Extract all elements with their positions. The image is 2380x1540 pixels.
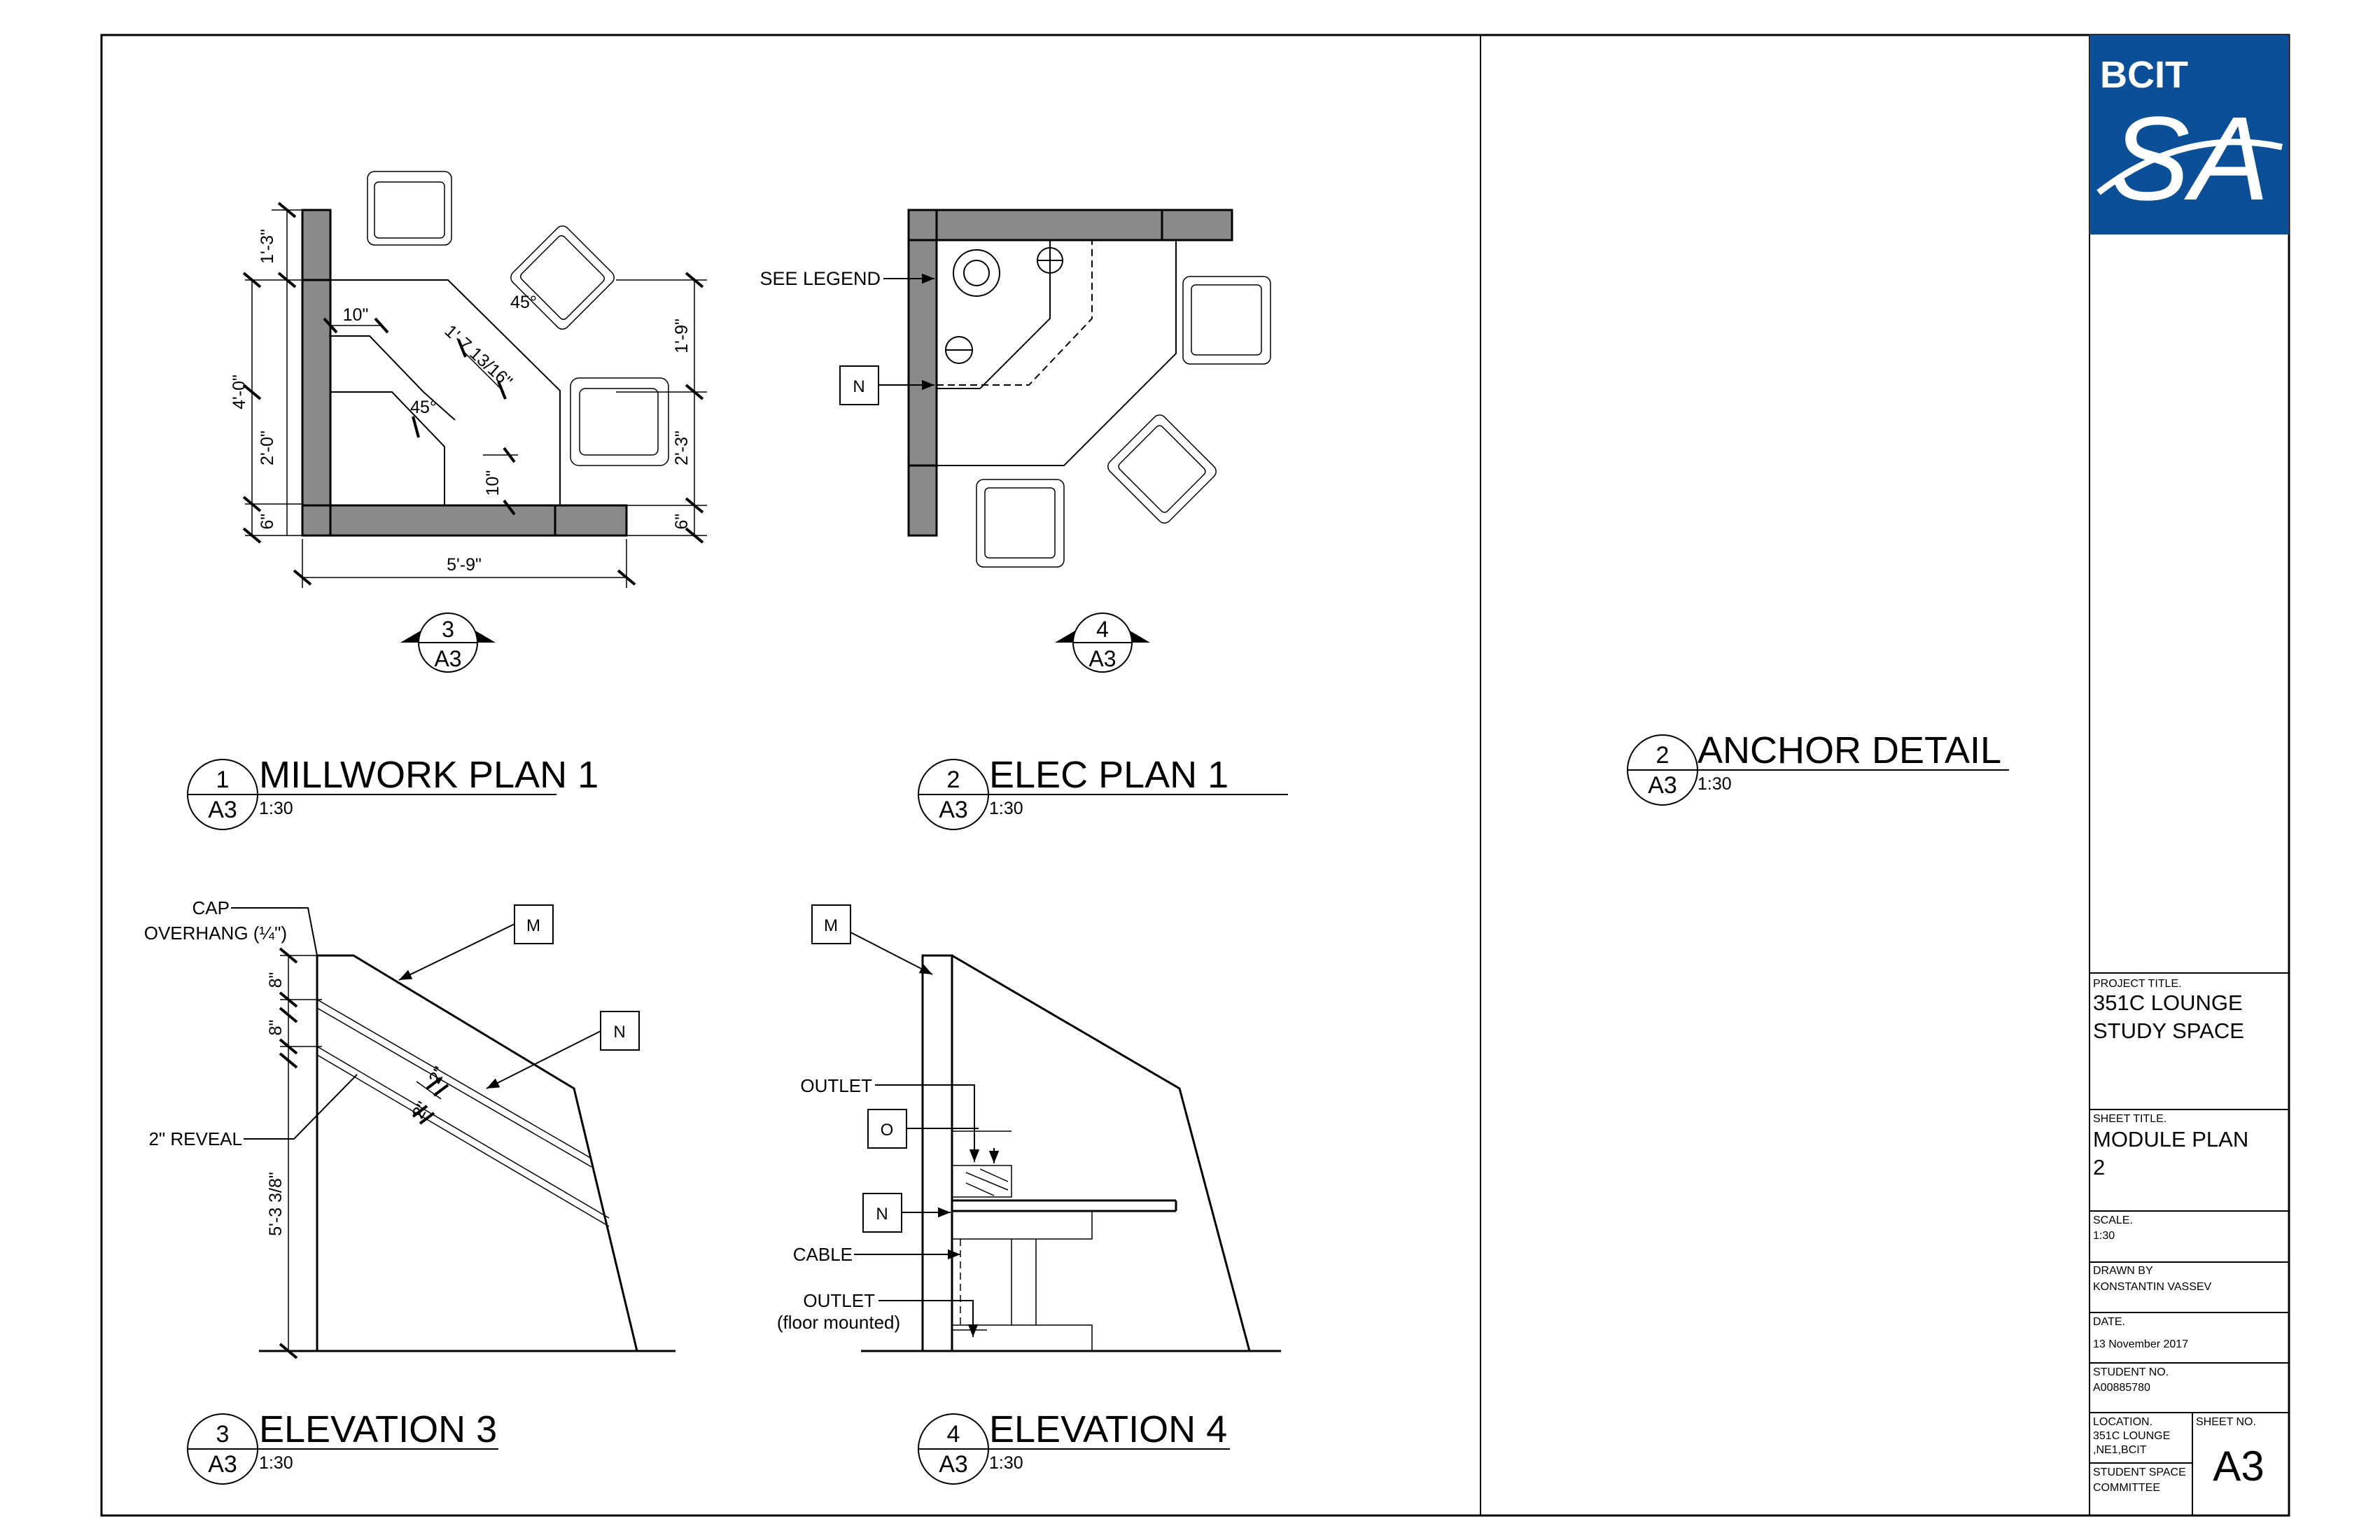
view-number: 4 bbox=[947, 1421, 960, 1448]
tag-o-elev4[interactable]: O bbox=[867, 1109, 907, 1149]
tag-n-elev3[interactable]: N bbox=[600, 1011, 640, 1051]
view-label-elec: 2 A3 ELEC PLAN 1 1:30 bbox=[918, 754, 1288, 830]
tag-letter: N bbox=[876, 1205, 888, 1224]
view-sheet: A3 bbox=[208, 1451, 237, 1478]
tag-letter: O bbox=[881, 1121, 894, 1140]
view-title: MILLWORK PLAN 1 bbox=[259, 754, 598, 796]
dim-text: 2'-0" bbox=[258, 430, 277, 465]
dim-text: 10" bbox=[343, 305, 369, 325]
view-label-anchor: 2 A3 ANCHOR DETAIL 1:30 bbox=[1627, 729, 2009, 806]
view-number: 1 bbox=[216, 766, 230, 793]
drawn-by-label: DRAWN BY bbox=[2093, 1265, 2153, 1277]
dim-text: 2" bbox=[425, 1063, 450, 1087]
millwork-plan-drawing: 1'-3" 4'-0" 2'-0" 6" 10" 45° 1'-7 13/16"… bbox=[230, 171, 707, 588]
project-title-label: PROJECT TITLE. bbox=[2093, 978, 2182, 990]
dim-text: 1'-3" bbox=[258, 229, 277, 264]
tag-letter: N bbox=[853, 377, 864, 396]
dim-text: 6" bbox=[672, 514, 692, 530]
dim-text: 2'-3" bbox=[672, 430, 692, 465]
reveal-label: 2" REVEAL bbox=[148, 1128, 242, 1149]
student-no-value: A00885780 bbox=[2093, 1382, 2150, 1394]
scale-value: 1:30 bbox=[2093, 1230, 2115, 1242]
elec-plan-drawing: SEE LEGEND bbox=[760, 209, 1271, 568]
tag-letter: N bbox=[613, 1023, 625, 1042]
tag-letter: M bbox=[824, 916, 838, 935]
callout-sheet: A3 bbox=[1088, 646, 1116, 671]
view-scale: 1:30 bbox=[989, 1453, 1023, 1473]
bcit-sa-logo: BCIT SA bbox=[2090, 35, 2289, 234]
student-no-label: STUDENT NO. bbox=[2093, 1366, 2169, 1378]
view-title: ELEC PLAN 1 bbox=[989, 754, 1228, 796]
sheet-no-label: SHEET NO. bbox=[2196, 1416, 2256, 1428]
callout-number: 3 bbox=[442, 617, 454, 642]
cable-label: CABLE bbox=[793, 1244, 853, 1265]
view-title: ANCHOR DETAIL bbox=[1698, 729, 2001, 771]
view-scale: 1:30 bbox=[259, 1453, 293, 1473]
chair-group bbox=[367, 171, 669, 466]
view-label-millwork: 1 A3 MILLWORK PLAN 1 1:30 bbox=[187, 754, 598, 830]
location-line2: ,NE1,BCIT bbox=[2093, 1444, 2147, 1456]
dim-text: 45° bbox=[410, 398, 437, 417]
view-sheet: A3 bbox=[208, 797, 237, 823]
section-callout-4[interactable]: 4 A3 bbox=[1055, 612, 1150, 673]
tag-letter: M bbox=[526, 916, 540, 935]
cap-label: CAP bbox=[192, 897, 230, 918]
project-title-line2: STUDY SPACE bbox=[2093, 1018, 2244, 1043]
scale-label: SCALE. bbox=[2093, 1214, 2133, 1226]
sheet-title-label: SHEET TITLE. bbox=[2093, 1113, 2166, 1125]
outlet-label: OUTLET bbox=[800, 1075, 872, 1096]
sheet-no-value: A3 bbox=[2213, 1443, 2264, 1490]
project-title-line1: 351C LOUNGE bbox=[2093, 990, 2243, 1015]
view-sheet: A3 bbox=[939, 797, 968, 823]
view-number: 3 bbox=[216, 1421, 230, 1448]
sheet-title-line1: MODULE PLAN bbox=[2093, 1127, 2248, 1152]
elevation-3-drawing: CAP OVERHANG (¼") 2" REVEAL 8" 8" 2" 2" … bbox=[144, 897, 676, 1359]
dim-text: 8" bbox=[266, 972, 286, 988]
title-block: PROJECT TITLE. 351C LOUNGE STUDY SPACE S… bbox=[2090, 972, 2289, 1516]
see-legend-label: SEE LEGEND bbox=[760, 268, 881, 289]
date-label: DATE. bbox=[2093, 1316, 2125, 1328]
view-scale: 1:30 bbox=[989, 799, 1023, 818]
view-scale: 1:30 bbox=[259, 799, 293, 818]
dim-text: 5'-3 3/8" bbox=[266, 1172, 286, 1236]
location-line1: 351C LOUNGE bbox=[2093, 1430, 2170, 1442]
drawn-by-value: KONSTANTIN VASSEV bbox=[2093, 1281, 2212, 1293]
dim-text: 6" bbox=[258, 514, 277, 530]
view-sheet: A3 bbox=[939, 1451, 968, 1478]
tag-m-elev4[interactable]: M bbox=[811, 904, 851, 944]
dim-text: 1'-9" bbox=[672, 318, 692, 354]
dim-text: 1'-7 13/16" bbox=[441, 321, 516, 392]
outlet-floor-sublabel: (floor mounted) bbox=[777, 1312, 900, 1333]
tag-n-elev4[interactable]: N bbox=[862, 1193, 902, 1233]
dim-text: 10" bbox=[483, 470, 503, 496]
sheet-title-line2: 2 bbox=[2093, 1155, 2105, 1180]
view-title: ELEVATION 4 bbox=[989, 1408, 1227, 1450]
elevation-4-drawing: OUTLET CABLE OUTLET (floor mounted) bbox=[777, 922, 1281, 1352]
committee-line2: COMMITTEE bbox=[2093, 1482, 2160, 1494]
outlet-floor-label: OUTLET bbox=[803, 1290, 875, 1311]
sheet-frame bbox=[100, 34, 2290, 1517]
view-number: 2 bbox=[947, 766, 960, 793]
dim-text: 45° bbox=[510, 293, 537, 312]
callout-sheet: A3 bbox=[434, 646, 461, 671]
view-title: ELEVATION 3 bbox=[259, 1408, 497, 1450]
committee-line1: STUDENT SPACE bbox=[2093, 1466, 2186, 1478]
view-scale: 1:30 bbox=[1698, 774, 1732, 794]
tag-n-elec-plan[interactable]: N bbox=[839, 365, 879, 405]
tag-m-elev3[interactable]: M bbox=[514, 904, 554, 944]
view-label-elev4: 4 A3 ELEVATION 4 1:30 bbox=[918, 1408, 1230, 1485]
view-label-elev3: 3 A3 ELEVATION 3 1:30 bbox=[187, 1408, 498, 1485]
overhang-label: OVERHANG (¼") bbox=[144, 923, 287, 944]
view-number: 2 bbox=[1656, 742, 1670, 769]
view-sheet: A3 bbox=[1648, 772, 1677, 799]
location-label: LOCATION. bbox=[2093, 1416, 2152, 1428]
dim-text: 8" bbox=[266, 1020, 286, 1036]
logo-text: BCIT bbox=[2100, 54, 2188, 96]
logo-mark: SA bbox=[2110, 92, 2269, 225]
date-value: 13 November 2017 bbox=[2093, 1338, 2188, 1350]
dim-text: 4'-0" bbox=[230, 374, 249, 410]
dim-text: 5'-9" bbox=[447, 555, 482, 575]
section-callout-3[interactable]: 3 A3 bbox=[400, 612, 496, 673]
callout-number: 4 bbox=[1096, 617, 1109, 642]
